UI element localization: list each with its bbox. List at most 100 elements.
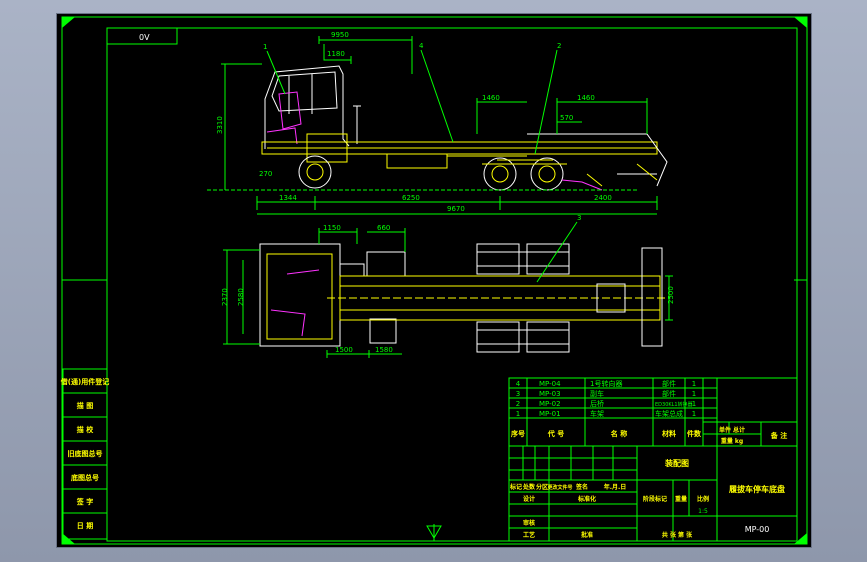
- dim-value: 660: [377, 224, 390, 232]
- dim-value: 270: [259, 170, 272, 178]
- title-cell: 签名: [575, 483, 588, 491]
- drawing-number: MP-00: [745, 525, 770, 534]
- title-col-lines: [522, 446, 718, 541]
- parts-cell: MP-02: [539, 400, 561, 408]
- parts-cell: 后桥: [590, 399, 604, 408]
- side-stamp-cell: 借(通)用件登记: [60, 377, 109, 386]
- title-block-frame: [508, 445, 798, 542]
- leader: [536, 221, 578, 283]
- dim-value: 1460: [577, 94, 595, 102]
- cab-pillar: [288, 74, 313, 114]
- dim-value: 1460: [482, 94, 500, 102]
- rear-bumper: [641, 247, 663, 347]
- exhaust: [353, 105, 361, 144]
- leader: [534, 49, 558, 155]
- side-stamp-cell: 签 字: [76, 497, 93, 506]
- rear-bed: [527, 133, 668, 187]
- rear-wheel-plan: [526, 243, 570, 275]
- callout-label: 1: [263, 43, 267, 51]
- leader: [420, 49, 454, 143]
- parts-cell: 部件: [662, 379, 676, 388]
- parts-cell: MP-03: [539, 390, 561, 398]
- dim-value: 1344: [279, 194, 297, 202]
- cab-outline: [264, 65, 350, 149]
- view-label-box: [106, 27, 178, 45]
- dim-line: [323, 44, 352, 64]
- title-cell: 处数: [522, 483, 536, 491]
- cab-detail: [266, 127, 298, 145]
- parts-cell: 1: [692, 390, 696, 398]
- scale-value: 1:5: [698, 508, 708, 515]
- parts-cell: MP-01: [539, 410, 561, 418]
- fuel-tank-plan: [369, 318, 397, 344]
- dim-value: 6250: [402, 194, 420, 202]
- title-cell: 设计: [523, 495, 535, 503]
- parts-cell: 1: [516, 410, 520, 418]
- front-wheel: [298, 155, 332, 189]
- title-cell: 标记: [509, 483, 522, 491]
- title-cell: 批准: [581, 531, 593, 539]
- parts-cell: 1: [692, 400, 696, 408]
- parts-cell: ED30KL1转换器: [655, 401, 693, 408]
- side-stamp-cell: 底图总号: [71, 473, 99, 482]
- tilt-ram: [586, 163, 658, 187]
- side-stamp-frame: [62, 368, 108, 540]
- dim-value: 1580: [375, 346, 393, 354]
- parts-header: 序号: [510, 429, 525, 438]
- cab-seat: [278, 91, 302, 130]
- dim-value: 2370: [221, 288, 229, 306]
- parts-col-lines: [526, 378, 762, 446]
- dim-value: 570: [560, 114, 573, 122]
- inner-frame: [106, 27, 798, 542]
- parts-header: 材料: [661, 429, 676, 438]
- title-cell: 分区: [536, 483, 548, 491]
- parts-cell: 副车: [590, 389, 604, 398]
- dim-line: [318, 228, 358, 244]
- bogie: [482, 159, 567, 165]
- title-cell: 工艺: [523, 531, 535, 539]
- dim-value: 2400: [594, 194, 612, 202]
- outer-frame: [61, 16, 808, 545]
- side-elevation-view[interactable]: 9950 1180 1460 1460 570 3310 1344 6250 2…: [207, 31, 668, 215]
- sheet-count: 共 张 第 张: [662, 531, 693, 539]
- dim-line: [318, 36, 413, 74]
- drawing-title: 履拔车停车底盘: [728, 484, 785, 494]
- tyre-tread: [477, 251, 569, 345]
- drawing-kind: 装配图: [664, 458, 689, 468]
- plan-view[interactable]: 1150 660 2370 2580 2500 1500 1580 3: [221, 214, 675, 358]
- rear-wheel-plan: [476, 321, 520, 353]
- parts-cell: 车架: [590, 409, 604, 418]
- cab-window: [271, 71, 338, 112]
- parts-header: 重量 kg: [721, 437, 743, 445]
- dim-line: [367, 228, 406, 252]
- step: [339, 263, 365, 277]
- leader: [266, 50, 286, 95]
- parts-cell: 部件: [662, 389, 676, 398]
- side-stamp: 借(通)用件登记 描 图 描 校 旧底图总号 底图总号 签 字 日 期: [60, 368, 109, 540]
- cad-drawing[interactable]: 0V 9950 1180 1460 146: [57, 14, 813, 549]
- dim-line: [256, 196, 658, 210]
- dim-line: [223, 249, 260, 345]
- title-cell: 阶段标记: [643, 495, 667, 503]
- side-stamp-cell: 描 校: [77, 425, 94, 434]
- dim-value: 2580: [237, 288, 245, 306]
- cab-plan: [259, 243, 341, 347]
- callout-label: 3: [577, 214, 581, 222]
- title-cell: 年.月.日: [604, 483, 627, 491]
- cab-plan-detail: [270, 269, 320, 337]
- rear-hub-2: [538, 165, 556, 183]
- side-stamp-lines: [63, 392, 107, 514]
- rear-wheel-1: [483, 157, 517, 191]
- dim-line: [556, 98, 648, 134]
- fuel-tank: [386, 153, 448, 169]
- corner-mark: [794, 533, 807, 544]
- title-cell: 重量: [675, 495, 687, 503]
- parts-cell: 车架总成: [655, 409, 683, 418]
- parts-header: 件数: [687, 429, 702, 438]
- rear-wheel-plan: [476, 243, 520, 275]
- callout-label: 4: [419, 42, 424, 50]
- drawing-viewport[interactable]: 0V 9950 1180 1460 146: [56, 13, 812, 548]
- dim-line: [476, 98, 527, 134]
- parts-list: 4 MP-04 1号转向器 部件 1 3 MP-03 副车 部件 1 2 MP-…: [508, 377, 798, 447]
- parts-cell: 1: [692, 380, 696, 388]
